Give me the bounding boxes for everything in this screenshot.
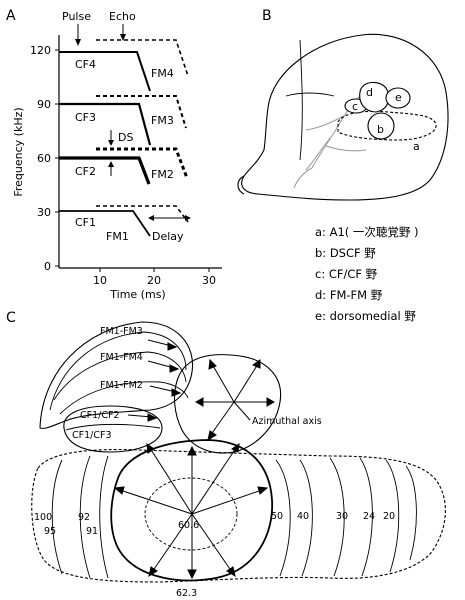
fm1-label: FM1 [106,230,129,243]
cf1-label: CF1 [75,216,96,229]
dscf-inner-ring [144,477,238,551]
pulse-harmonic-2 [59,156,151,185]
legend-item-a: a: A1( 一次聴覚野 ) [315,225,419,239]
iso-label-100: 100 [34,512,52,523]
dscf-center-value: 60.6 [178,520,199,531]
vessel-5 [305,137,331,171]
panel-a-chart: 120 90 60 30 0 10 20 30 Frequency (kHz) … [12,10,222,301]
panel-c-map [31,321,446,583]
pulse-harmonic-4 [59,51,151,92]
fm-fm-region [39,321,194,429]
area-a-label: a [413,140,420,153]
brain-sulcus-2 [285,92,335,97]
iso-label-24: 24 [363,511,375,522]
iso-contour-r2 [299,459,313,577]
dscf-arrows [113,442,269,580]
area-c-label: c [352,100,358,113]
panel-c-letter: C [6,310,16,326]
area-d-label: d [366,86,373,99]
area-e-label: e [395,91,402,104]
iso-contour-r3 [329,457,345,577]
azimuthal-axis-label: Azimuthal axis [252,416,322,427]
fm-band-line-2 [53,351,187,401]
iso-label-30: 30 [336,511,348,522]
delay-label: Delay [152,230,184,243]
area-d-outline [359,81,390,113]
echo-harmonic-3 [96,95,187,129]
fm1-fm4-label: FM1-FM4 [100,352,143,363]
legend-item-b: b: DSCF 野 [315,246,376,260]
panel-b-letter: B [262,8,272,24]
area-b-label: b [377,123,384,136]
iso-contour-r4 [359,457,373,577]
echo-harmonic-1 [96,205,189,223]
panel-a-letter: A [6,8,16,24]
y-tick-120: 120 [30,44,51,57]
legend-item-d: d: FM-FM 野 [315,288,383,302]
vessel-2 [305,115,345,131]
brain-sulcus-1 [299,39,303,161]
y-tick-60: 60 [37,152,51,165]
brain-outline [241,33,449,201]
area-e-outline [385,87,411,109]
cf1-cf2-label: CF1/CF2 [80,410,119,421]
cf4-label: CF4 [75,58,96,71]
brain-drawing [237,33,449,201]
x-tick-20: 20 [147,274,161,287]
y-tick-0: 0 [44,260,51,273]
dscf-bottom-value: 62.3 [176,588,197,599]
iso-contour-r5 [385,459,400,573]
y-axis-label: Frequency (kHz) [12,107,25,196]
panel-b-legend: a: A1( 一次聴覚野 ) b: DSCF 野 c: CF/CF 野 d: F… [315,225,419,323]
iso-label-92: 92 [78,512,90,523]
brain-snout [237,175,245,195]
fm-band-line-3 [59,381,189,415]
cf2-label: CF2 [75,165,96,178]
pulse-label: Pulse [62,10,91,23]
cf1-cf3-label: CF1/CF3 [72,430,111,441]
ds-label: DS [118,131,133,144]
iso-contour-r1 [275,459,291,577]
fm-band-line-1 [49,331,187,411]
iso-label-50: 50 [271,511,283,522]
iso-contour-l3 [99,455,109,579]
echo-harmonic-2 [96,147,189,179]
pulse-harmonic-1 [59,210,151,237]
cf3-label: CF3 [75,111,96,124]
iso-contour-r6 [405,465,417,561]
fm1-fm3-label: FM1-FM3 [100,326,143,337]
fm1-fm2-label: FM1-FM2 [100,380,143,391]
x-tick-10: 10 [93,274,107,287]
iso-contour-l2 [79,455,91,579]
x-tick-30: 30 [202,274,216,287]
y-tick-90: 90 [37,98,51,111]
fm3-label: FM3 [151,114,174,127]
iso-contour-l1 [51,459,63,575]
cf-band-line [65,423,161,431]
iso-label-40: 40 [297,511,309,522]
x-axis-label: Time (ms) [109,288,165,301]
fm2-label: FM2 [151,168,174,181]
y-tick-30: 30 [37,206,51,219]
dm-region [173,354,282,454]
iso-label-20: 20 [383,511,395,522]
pulse-harmonic-3 [59,102,152,146]
echo-harmonic-4 [96,39,189,77]
legend-item-c: c: CF/CF 野 [315,267,378,281]
vessel-3 [325,145,367,152]
fm4-label: FM4 [151,67,174,80]
echo-label: Echo [109,10,136,23]
vessel-4 [293,167,313,189]
legend-item-e: e: dorsomedial 野 [315,309,416,323]
dscf-center-circle [110,439,273,582]
iso-label-91: 91 [86,526,98,537]
iso-label-95: 95 [44,526,56,537]
azimuthal-arrows [194,358,276,442]
fm-band-arrows [127,339,182,422]
area-b-outline [367,112,395,140]
